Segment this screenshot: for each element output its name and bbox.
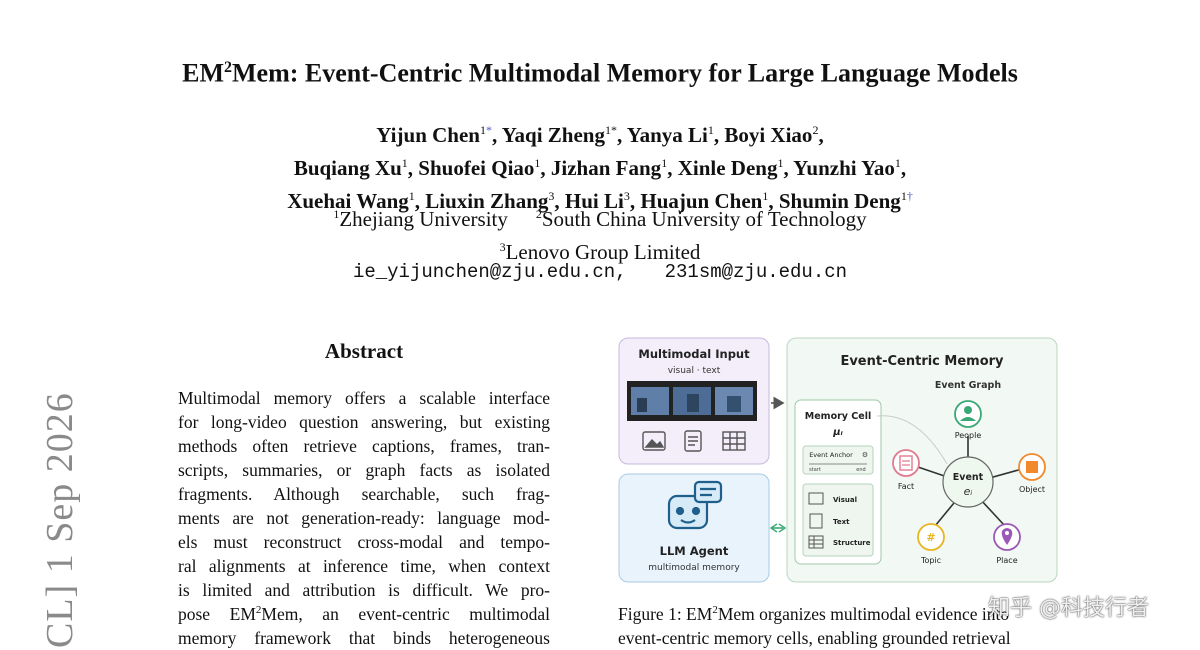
- author-name: Hui Li: [564, 189, 624, 213]
- image-icon: [642, 431, 666, 451]
- author-affiliation-mark: 3: [548, 189, 555, 203]
- abstract-line: fragments. Although searchable, such fra…: [178, 484, 550, 504]
- cell-item: Structure: [833, 539, 871, 547]
- author-affiliation-mark: 1†: [900, 189, 913, 203]
- author-name: Shumin Deng: [778, 189, 901, 213]
- author-line: Yijun Chen1*, Yaqi Zheng1*, Yanya Li1, B…: [376, 123, 824, 147]
- author-name: Xuehai Wang: [287, 189, 409, 213]
- event-node: [942, 456, 994, 508]
- cell-event-link: [876, 415, 948, 465]
- author-affiliation-mark: 1*: [479, 123, 492, 137]
- caption-line: Figure 1: EM2Mem organizes multimodal ev…: [618, 604, 1010, 624]
- abstract-line: ral alignments at inference time, when c…: [178, 556, 550, 576]
- cell-symbol: μᵢ: [832, 427, 843, 438]
- affiliation: South China University of Technology: [541, 207, 867, 231]
- author-affiliation-mark: 1: [408, 189, 415, 203]
- author-affiliation-mark: 1: [762, 189, 769, 203]
- text-icon: [809, 513, 823, 529]
- email: ie_yijunchen@zju.edu.cn,: [352, 261, 627, 283]
- author-affiliation-mark: 2: [812, 123, 819, 137]
- cell-item: Text: [833, 518, 850, 526]
- abstract-line: els must reconstruct cross-modal and tem…: [178, 532, 550, 552]
- node-label: People: [955, 431, 982, 440]
- input-subtitle: visual · text: [668, 366, 721, 376]
- fact-icon: [892, 449, 920, 477]
- paper-title: EM2Mem: Event-Centric Multimodal Memory …: [182, 58, 1018, 88]
- author-name: Jizhan Fang: [550, 156, 662, 180]
- agent-title: LLM Agent: [660, 544, 729, 558]
- abstract-body: Multimodal memory offers a scalable inte…: [178, 386, 550, 650]
- abstract-line: ments are not generation-ready: language…: [178, 508, 550, 528]
- document-icon: [684, 430, 702, 452]
- visual-icon: [808, 492, 824, 505]
- author-name: Liuxin Zhang: [425, 189, 549, 213]
- video-filmstrip: [627, 381, 757, 421]
- author-name: Huajun Chen: [640, 189, 763, 213]
- abstract-line: pose EM2Mem, an event-centric multimodal: [178, 604, 550, 624]
- svg-text:#: #: [926, 531, 935, 544]
- anchor-start: start: [809, 467, 821, 473]
- author-name: Buqiang Xu: [293, 156, 402, 180]
- affiliation: Lenovo Group Limited: [505, 240, 701, 264]
- author-affiliation-mark: 3: [623, 189, 630, 203]
- figure-1: Multimodal Input visual · text: [617, 336, 1059, 586]
- author-affiliation-mark: 1*: [605, 123, 617, 137]
- robot-icon: [667, 480, 723, 530]
- author-affiliation-mark: 1: [777, 156, 784, 170]
- abstract-line: is limited and attribution is difficult.…: [178, 580, 550, 600]
- arxiv-stamp: CL] 1 Sep 2026: [39, 392, 81, 648]
- watermark: 知乎 @科技行者: [988, 596, 1149, 621]
- anchor-end: end: [856, 467, 865, 473]
- author-name: Xinle Deng: [677, 156, 778, 180]
- abstract-line: memory framework that binds heterogeneou…: [178, 628, 550, 648]
- abstract-line: Multimodal memory offers a scalable inte…: [178, 388, 550, 408]
- event-symbol: eᵢ: [964, 485, 973, 498]
- event-anchor: [802, 445, 874, 475]
- author-name: Boyi Xiao: [724, 123, 813, 147]
- input-title: Multimodal Input: [638, 347, 750, 361]
- abstract-line: methods often retrieve captions, frames,…: [178, 436, 550, 456]
- table-icon: [722, 431, 746, 451]
- node-label: Object: [1019, 485, 1045, 494]
- author-affiliation-mark: 1: [707, 123, 714, 137]
- author-affiliation-mark: 1: [401, 156, 408, 170]
- abstract-line: scripts, summaries, or graph facts as is…: [178, 460, 550, 480]
- email-line: ie_yijunchen@zju.edu.cn, 231sm@zju.edu.cn: [0, 258, 1200, 286]
- author-name: Yijun Chen: [376, 123, 480, 147]
- agent-subtitle: multimodal memory: [648, 563, 740, 573]
- topic-icon: [917, 523, 945, 551]
- author-affiliation-mark: 1: [534, 156, 541, 170]
- figure-diagram: Multimodal Input visual · text: [618, 337, 1058, 583]
- abstract-line: for long-video question answering, but e…: [178, 412, 550, 432]
- abstract-heading: Abstract: [324, 339, 404, 363]
- node-label: Place: [996, 556, 1017, 565]
- cell-title: Memory Cell: [805, 411, 871, 422]
- author-name: Yunzhi Yao: [793, 156, 895, 180]
- cell-modalities: [802, 483, 874, 557]
- author-name: Yanya Li: [626, 123, 708, 147]
- event-label: Event: [953, 472, 984, 483]
- author-line: Buqiang Xu1, Shuofei Qiao1, Jizhan Fang1…: [293, 156, 907, 180]
- node-label: Fact: [898, 482, 914, 491]
- author-list: Yijun Chen1*, Yaqi Zheng1*, Yanya Li1, B…: [0, 116, 1200, 215]
- email: 231sm@zju.edu.cn: [664, 261, 848, 283]
- author-affiliation-mark: 1: [661, 156, 668, 170]
- memory-title: Event-Centric Memory: [840, 354, 1004, 369]
- anchor-gear-icon: ⚙: [862, 451, 868, 459]
- affiliation-line: 3Lenovo Group Limited: [499, 240, 701, 264]
- caption-line: event-centric memory cells, enabling gro…: [618, 628, 1011, 648]
- author-name: Shuofei Qiao: [418, 156, 535, 180]
- author-name: Yaqi Zheng: [501, 123, 605, 147]
- structure-icon: [808, 535, 824, 549]
- anchor-label: Event Anchor: [809, 451, 853, 459]
- figure-caption: Figure 1: EM2Mem organizes multimodal ev…: [618, 602, 1178, 650]
- affiliation: Zhejiang University: [339, 207, 508, 231]
- author-line: Xuehai Wang1, Liuxin Zhang3, Hui Li3, Hu…: [287, 189, 913, 213]
- cell-item: Visual: [833, 496, 857, 504]
- graph-title: Event Graph: [935, 380, 1001, 391]
- author-affiliation-mark: 1: [894, 156, 901, 170]
- node-label: Topic: [920, 556, 941, 565]
